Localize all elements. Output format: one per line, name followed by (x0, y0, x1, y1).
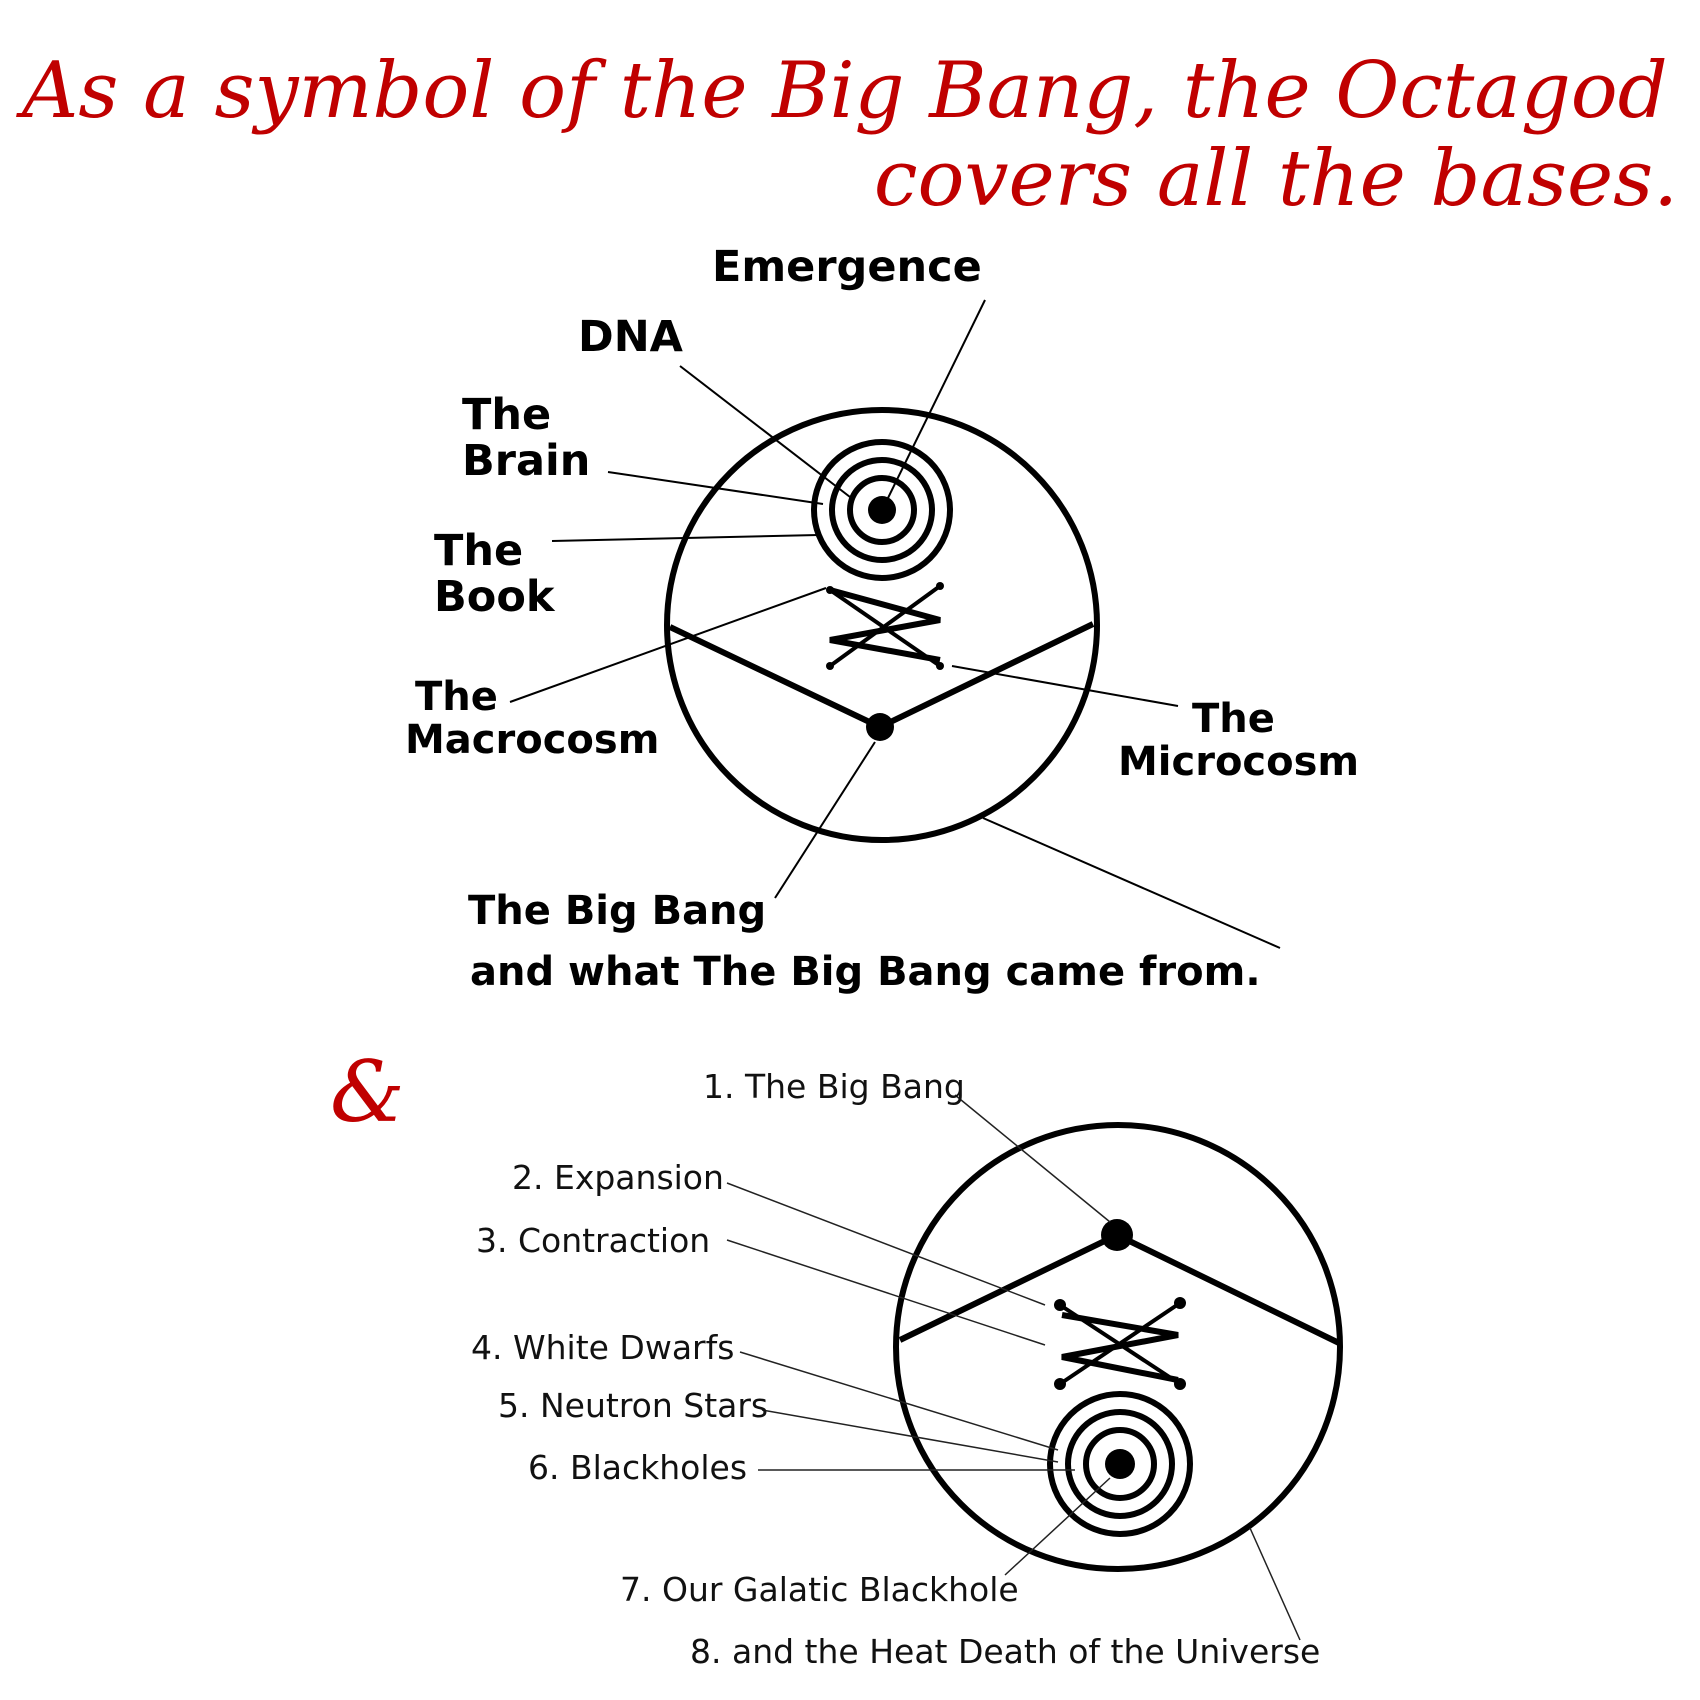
leader-big-bang (774, 741, 876, 899)
label-l3: 3. Contraction (476, 1223, 710, 1259)
leader-macrocosm (509, 587, 827, 703)
label-l2-text: 2. Expansion (512, 1158, 724, 1197)
label-microcosm-line-1: The (1192, 696, 1275, 742)
title-line-1: As a symbol of the Big Bang, the Octagod (22, 46, 1668, 136)
top-octagod-symbol (664, 407, 1100, 843)
ampersand-separator: & (330, 1043, 405, 1141)
leader-book (551, 534, 819, 542)
top-ring-outer (811, 439, 953, 581)
label-dna-text: DNA (578, 312, 683, 362)
label-big-bang-text: The Big Bang (468, 888, 767, 934)
label-came-from-text: and what The Big Bang came from. (470, 949, 1261, 995)
leader-microcosm (951, 665, 1179, 707)
label-l4: 4. White Dwarfs (471, 1330, 734, 1366)
top-cross-dot (826, 662, 834, 670)
label-l8: 8. and the Heat Death of the Universe (690, 1634, 1320, 1670)
label-l5-text: 5. Neutron Stars (498, 1386, 769, 1425)
label-brain-line-2: Brain (462, 436, 591, 487)
label-book-line-2: Book (434, 572, 555, 623)
top-leader-lines (509, 299, 1281, 949)
leader-l2 (726, 1182, 1046, 1306)
bottom-center-dot (1105, 1449, 1135, 1479)
top-cross-line-2 (828, 584, 942, 668)
label-emergence: Emergence (712, 244, 982, 290)
leader-l3 (726, 1239, 1046, 1346)
label-l4-text: 4. White Dwarfs (471, 1328, 735, 1367)
leader-dna (679, 365, 851, 498)
top-v-shape (668, 621, 1095, 731)
leader-brain (607, 471, 824, 505)
label-l6-text: 6. Blackholes (528, 1448, 748, 1487)
label-microcosm: The Microcosm (1118, 696, 1360, 786)
bottom-leader-lines (726, 1094, 1301, 1641)
leader-l8 (1249, 1527, 1301, 1641)
top-ring-inner (847, 475, 917, 545)
bottom-cross-dot (1174, 1378, 1186, 1390)
leader-came-from (982, 817, 1281, 949)
label-l3-text: 3. Contraction (476, 1221, 711, 1260)
label-l1-text: 1. The Big Bang (703, 1067, 965, 1106)
label-came-from: and what The Big Bang came from. (470, 949, 1261, 995)
bottom-ring-inner (1083, 1427, 1157, 1501)
top-center-dot (868, 496, 896, 524)
label-dna: DNA (578, 314, 683, 360)
label-macrocosm-line-2: Macrocosm (405, 717, 660, 764)
bottom-cross-dot (1054, 1299, 1066, 1311)
bottom-cross-dot (1054, 1378, 1066, 1390)
label-l1: 1. The Big Bang (703, 1069, 965, 1105)
leader-emergence (887, 299, 986, 499)
bottom-outer-circle (893, 1122, 1343, 1572)
label-macrocosm: The Macrocosm (405, 674, 660, 764)
leader-l7 (1004, 1477, 1111, 1576)
top-ring-middle (829, 457, 935, 563)
label-microcosm-line-2: Microcosm (1118, 739, 1360, 786)
top-cross-dot (936, 582, 944, 590)
label-l8-text: 8. and the Heat Death of the Universe (690, 1632, 1321, 1671)
top-cross-dot (936, 662, 944, 670)
label-big-bang: The Big Bang (468, 888, 767, 934)
leader-l1 (954, 1094, 1111, 1223)
bottom-ring-outer (1047, 1391, 1193, 1537)
bottom-octagod-symbol (893, 1122, 1343, 1572)
label-l7-text: 7. Our Galatic Blackhole (620, 1570, 1019, 1609)
top-outer-circle (664, 407, 1100, 843)
label-book-line-1: The (434, 526, 524, 576)
label-macrocosm-line-1: The (415, 674, 498, 720)
label-l6: 6. Blackholes (528, 1450, 747, 1486)
top-big-bang-dot (866, 713, 894, 741)
title-line-2: covers all the bases. (873, 134, 1678, 224)
bottom-cross-dot (1174, 1297, 1186, 1309)
top-cross-dot (826, 586, 834, 594)
label-l7: 7. Our Galatic Blackhole (620, 1572, 1019, 1608)
leader-l5 (761, 1409, 1059, 1463)
bottom-cross-line-2 (1058, 1301, 1182, 1386)
leader-l4 (739, 1351, 1059, 1451)
label-l2: 2. Expansion (512, 1160, 724, 1196)
label-brain: The Brain (462, 392, 590, 485)
label-book: The Book (434, 528, 554, 621)
label-brain-line-1: The (462, 390, 552, 440)
label-l5: 5. Neutron Stars (498, 1388, 768, 1424)
bottom-ring-middle (1065, 1409, 1175, 1519)
bottom-big-bang-dot (1101, 1219, 1133, 1251)
label-emergence-text: Emergence (712, 242, 982, 292)
